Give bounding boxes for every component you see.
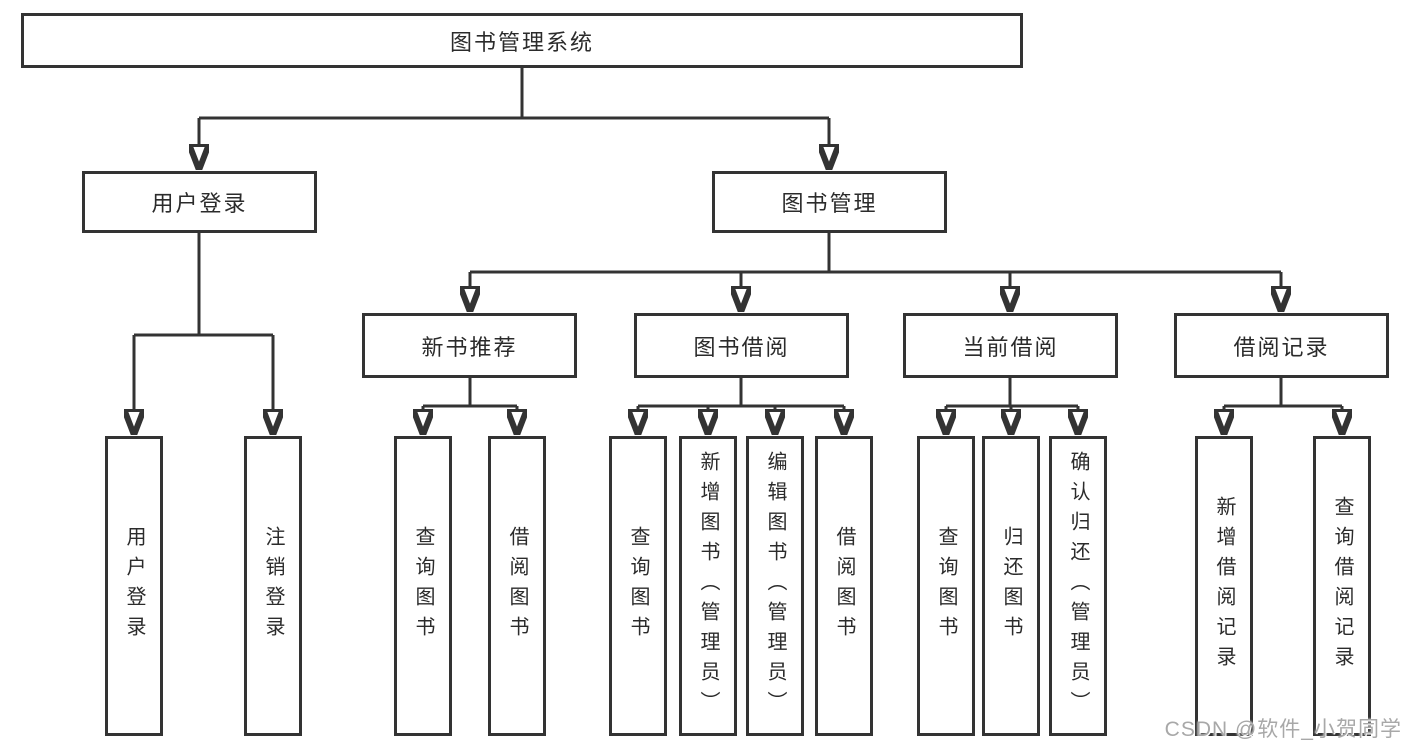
node-leaf-user-login: 用户登录 xyxy=(105,436,163,736)
node-leaf-user-login-label: 用户登录 xyxy=(123,526,145,646)
node-leaf-br-add-record: 新增借阅记录 xyxy=(1195,436,1253,736)
node-book-management: 图书管理 xyxy=(712,171,947,233)
node-leaf-nb-borrow-books-label: 借阅图书 xyxy=(506,526,528,646)
node-leaf-logout: 注销登录 xyxy=(244,436,302,736)
node-leaf-nb-query-books: 查询图书 xyxy=(394,436,452,736)
node-new-book-recommend: 新书推荐 xyxy=(362,313,577,378)
csdn-watermark: CSDN @软件_小贺同学 xyxy=(1164,718,1402,741)
node-leaf-nb-borrow-books: 借阅图书 xyxy=(488,436,546,736)
node-leaf-cb-confirm-return-admin: 确认归还（管理员） xyxy=(1049,436,1107,736)
node-leaf-bb-borrow-books-label: 借阅图书 xyxy=(833,526,855,646)
node-leaf-br-add-record-label: 新增借阅记录 xyxy=(1213,496,1235,676)
node-leaf-bb-edit-books-admin-label: 编辑图书（管理员） xyxy=(764,451,786,721)
node-root-label: 图书管理系统 xyxy=(449,29,594,55)
node-borrow-records-label: 借阅记录 xyxy=(1233,334,1330,360)
node-current-borrowing-label: 当前借阅 xyxy=(962,334,1059,360)
node-leaf-bb-query-books: 查询图书 xyxy=(609,436,667,736)
node-current-borrowing: 当前借阅 xyxy=(903,313,1118,378)
node-leaf-cb-query-books: 查询图书 xyxy=(917,436,975,736)
node-leaf-bb-edit-books-admin: 编辑图书（管理员） xyxy=(746,436,804,736)
node-book-borrowing-label: 图书借阅 xyxy=(693,334,790,360)
node-leaf-cb-return-books-label: 归还图书 xyxy=(1000,526,1022,646)
node-book-borrowing: 图书借阅 xyxy=(634,313,849,378)
node-leaf-bb-add-books-admin: 新增图书（管理员） xyxy=(679,436,737,736)
node-leaf-nb-query-books-label: 查询图书 xyxy=(412,526,434,646)
node-leaf-cb-return-books: 归还图书 xyxy=(982,436,1040,736)
node-leaf-bb-borrow-books: 借阅图书 xyxy=(815,436,873,736)
node-new-book-recommend-label: 新书推荐 xyxy=(421,334,518,360)
node-leaf-logout-label: 注销登录 xyxy=(262,526,284,646)
node-book-management-label: 图书管理 xyxy=(781,191,878,216)
node-borrow-records: 借阅记录 xyxy=(1174,313,1389,378)
node-leaf-cb-confirm-return-admin-label: 确认归还（管理员） xyxy=(1067,451,1089,721)
node-leaf-br-query-record: 查询借阅记录 xyxy=(1313,436,1371,736)
node-leaf-cb-query-books-label: 查询图书 xyxy=(935,526,957,646)
node-root: 图书管理系统 xyxy=(21,13,1023,68)
node-leaf-bb-add-books-admin-label: 新增图书（管理员） xyxy=(697,451,719,721)
node-leaf-br-query-record-label: 查询借阅记录 xyxy=(1331,496,1353,676)
node-user-login-label: 用户登录 xyxy=(151,191,248,216)
node-user-login: 用户登录 xyxy=(82,171,317,233)
node-leaf-bb-query-books-label: 查询图书 xyxy=(627,526,649,646)
